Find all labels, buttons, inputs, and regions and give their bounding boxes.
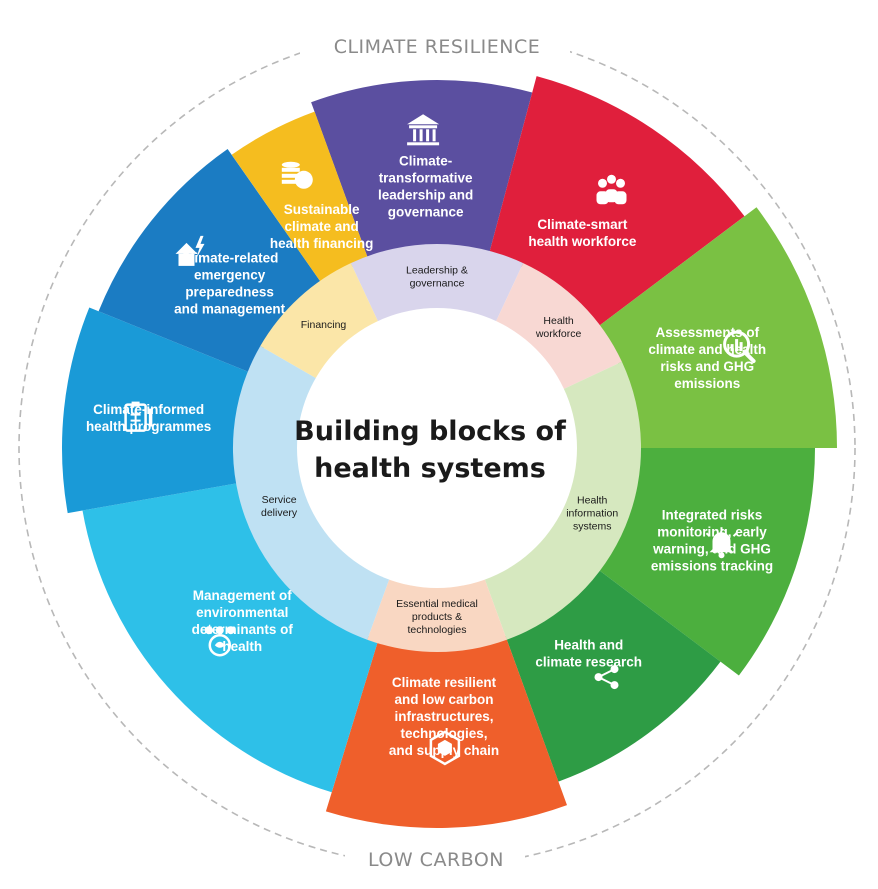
cube-network-icon — [429, 730, 461, 766]
segment-shape-assessments-of-climate-and-health-risks-and-ghg-emissions — [596, 207, 838, 448]
inner-block-leadership-governance: Leadership &governance — [350, 243, 524, 323]
inner-block-shape-health-information-systems — [484, 361, 642, 640]
inner-block-shape-leadership-governance — [350, 243, 524, 323]
segment-climate-resilient-and-low-carbon-infrastructures-technologies-and-supply-chain: Climate resilient and low carbon infrastru… — [325, 635, 567, 829]
inner-block-label-line: information — [566, 507, 618, 519]
workforce-group-icon — [596, 174, 627, 205]
center-title-line1: Building blocks of — [294, 416, 566, 447]
segment-label-line: climate and — [284, 219, 358, 234]
segment-label-line: Health and — [554, 638, 623, 653]
ring-label-top-bg — [300, 20, 570, 60]
inner-block-shape-service-delivery — [232, 346, 390, 640]
segment-label-line: Integrated risks — [662, 508, 763, 523]
segment-label-line: governance — [388, 205, 464, 220]
inner-block-label-line: delivery — [261, 507, 298, 519]
segment-label-line: Climate-smart — [537, 217, 628, 232]
segment-shape-climate-informed-health-programmes — [61, 307, 252, 514]
inner-block-label-line: Financing — [301, 319, 347, 331]
center-title-line2: health systems — [314, 453, 546, 484]
segment-label-line: determinants of — [192, 622, 294, 637]
segment-label-line: environmental — [196, 605, 288, 620]
environment-people-icon — [204, 626, 235, 657]
segment-label-line: warning, and GHG — [652, 542, 771, 557]
inner-block-shape-health-workforce — [495, 263, 622, 390]
segment-climate-related-emergency-preparedness-and-management: Climate-related emergency preparedness and … — [98, 149, 323, 374]
government-building-icon — [407, 114, 440, 146]
inner-block-label-line: governance — [410, 278, 465, 290]
segment-integrated-risks-monitoring-early-warning-and-ghg-emissions-tracking: Integrated risks monitoring, early warning… — [596, 448, 816, 676]
segment-label-line: health financing — [270, 236, 374, 251]
inner-block-label-line: products & — [412, 611, 462, 623]
ring-label-low-carbon: LOW CARBON — [368, 849, 504, 871]
alert-bell-icon — [705, 527, 738, 559]
segment-label-line: health — [222, 639, 262, 654]
segment-label-line: climate research — [535, 655, 642, 670]
segment-assessments-of-climate-and-health-risks-and-ghg-emissions: Assessments of climate and health risks an… — [596, 207, 838, 448]
inner-block-label-line: Health — [577, 494, 608, 506]
inner-block-label-line: Health — [543, 315, 574, 327]
inner-blocks-ring: Leadership &governanceHealthworkforceHea… — [232, 243, 642, 653]
segment-label-line: monitoring, early — [657, 525, 767, 540]
segment-label-line: infrastructures, — [394, 709, 493, 724]
coins-icon — [281, 161, 313, 189]
magnifier-chart-icon — [723, 330, 756, 364]
house-lightning-icon — [175, 235, 205, 266]
share-network-icon — [594, 665, 619, 690]
inner-block-label-line: systems — [573, 520, 612, 532]
segment-label-line: emergency — [194, 268, 266, 283]
center-circle — [297, 308, 577, 588]
outer-segments: Climate-transformative leadership and gove… — [61, 76, 838, 829]
segment-label-line: and supply chain — [389, 743, 499, 758]
segment-label-line: Climate-informed — [93, 402, 204, 417]
segment-management-of-environmental-determinants-of-health: Management of environmental determinants o… — [82, 482, 379, 793]
segment-health-and-climate-research: Health and climate research — [505, 568, 721, 782]
segment-label-line: emissions — [674, 376, 740, 391]
inner-block-label-line: technologies — [408, 624, 467, 636]
segment-label-line: health programmes — [86, 419, 211, 434]
ring-label-climate-resilience: CLIMATE RESILIENCE — [334, 36, 541, 58]
segment-climate-smart-health-workforce: Climate-smart health workforce — [488, 76, 745, 328]
segment-label-line: Climate-related — [181, 251, 279, 266]
segment-label-line: risks and GHG — [660, 359, 754, 374]
segment-label-line: Management of — [193, 588, 293, 603]
segment-label-line: and low carbon — [394, 692, 493, 707]
inner-block-shape-essential-medical-products-technologies — [367, 577, 507, 653]
inner-block-label-line: Leadership & — [406, 265, 468, 277]
segment-label-line: health workforce — [528, 234, 637, 249]
clipboard-pen-icon — [124, 401, 153, 432]
segment-label-line: Climate- — [399, 154, 452, 169]
segment-shape-sustainable-climate-and-health-financing — [231, 111, 369, 285]
inner-block-shape-financing — [260, 263, 379, 379]
inner-block-financing: Financing — [260, 263, 379, 379]
segment-label-line: technologies, — [400, 726, 487, 741]
segment-climate-informed-health-programmes: Climate-informed health programmes — [61, 307, 252, 514]
segment-shape-climate-transformative-leadership-and-governance — [311, 79, 533, 261]
segment-shape-integrated-risks-monitoring-early-warning-and-ghg-emissions-tracking — [596, 448, 816, 676]
inner-block-label-line: Service — [262, 494, 297, 506]
segment-climate-transformative-leadership-and-governance: Climate-transformative leadership and gove… — [311, 79, 533, 261]
segment-label-line: leadership and — [378, 188, 473, 203]
ring-label-bottom-bg — [345, 842, 525, 882]
inner-block-label-line: workforce — [535, 328, 582, 340]
segment-label-line: emissions tracking — [651, 559, 773, 574]
segment-label-line: and management — [174, 302, 286, 317]
segment-label-line: Assessments of — [656, 325, 760, 340]
segment-shape-management-of-environmental-determinants-of-health — [82, 482, 379, 793]
segment-label-line: preparedness — [185, 285, 274, 300]
segment-label-line: Climate resilient — [392, 675, 497, 690]
segment-label-line: Sustainable — [284, 202, 360, 217]
segment-shape-climate-related-emergency-preparedness-and-management — [98, 149, 323, 374]
segment-label-line: climate and health — [648, 342, 766, 357]
inner-block-label-line: Essential medical — [396, 598, 478, 610]
segment-shape-health-and-climate-research — [505, 568, 721, 782]
segment-sustainable-climate-and-health-financing: Sustainable climate and health financing — [231, 111, 374, 285]
segment-label-line: transformative — [379, 171, 473, 186]
